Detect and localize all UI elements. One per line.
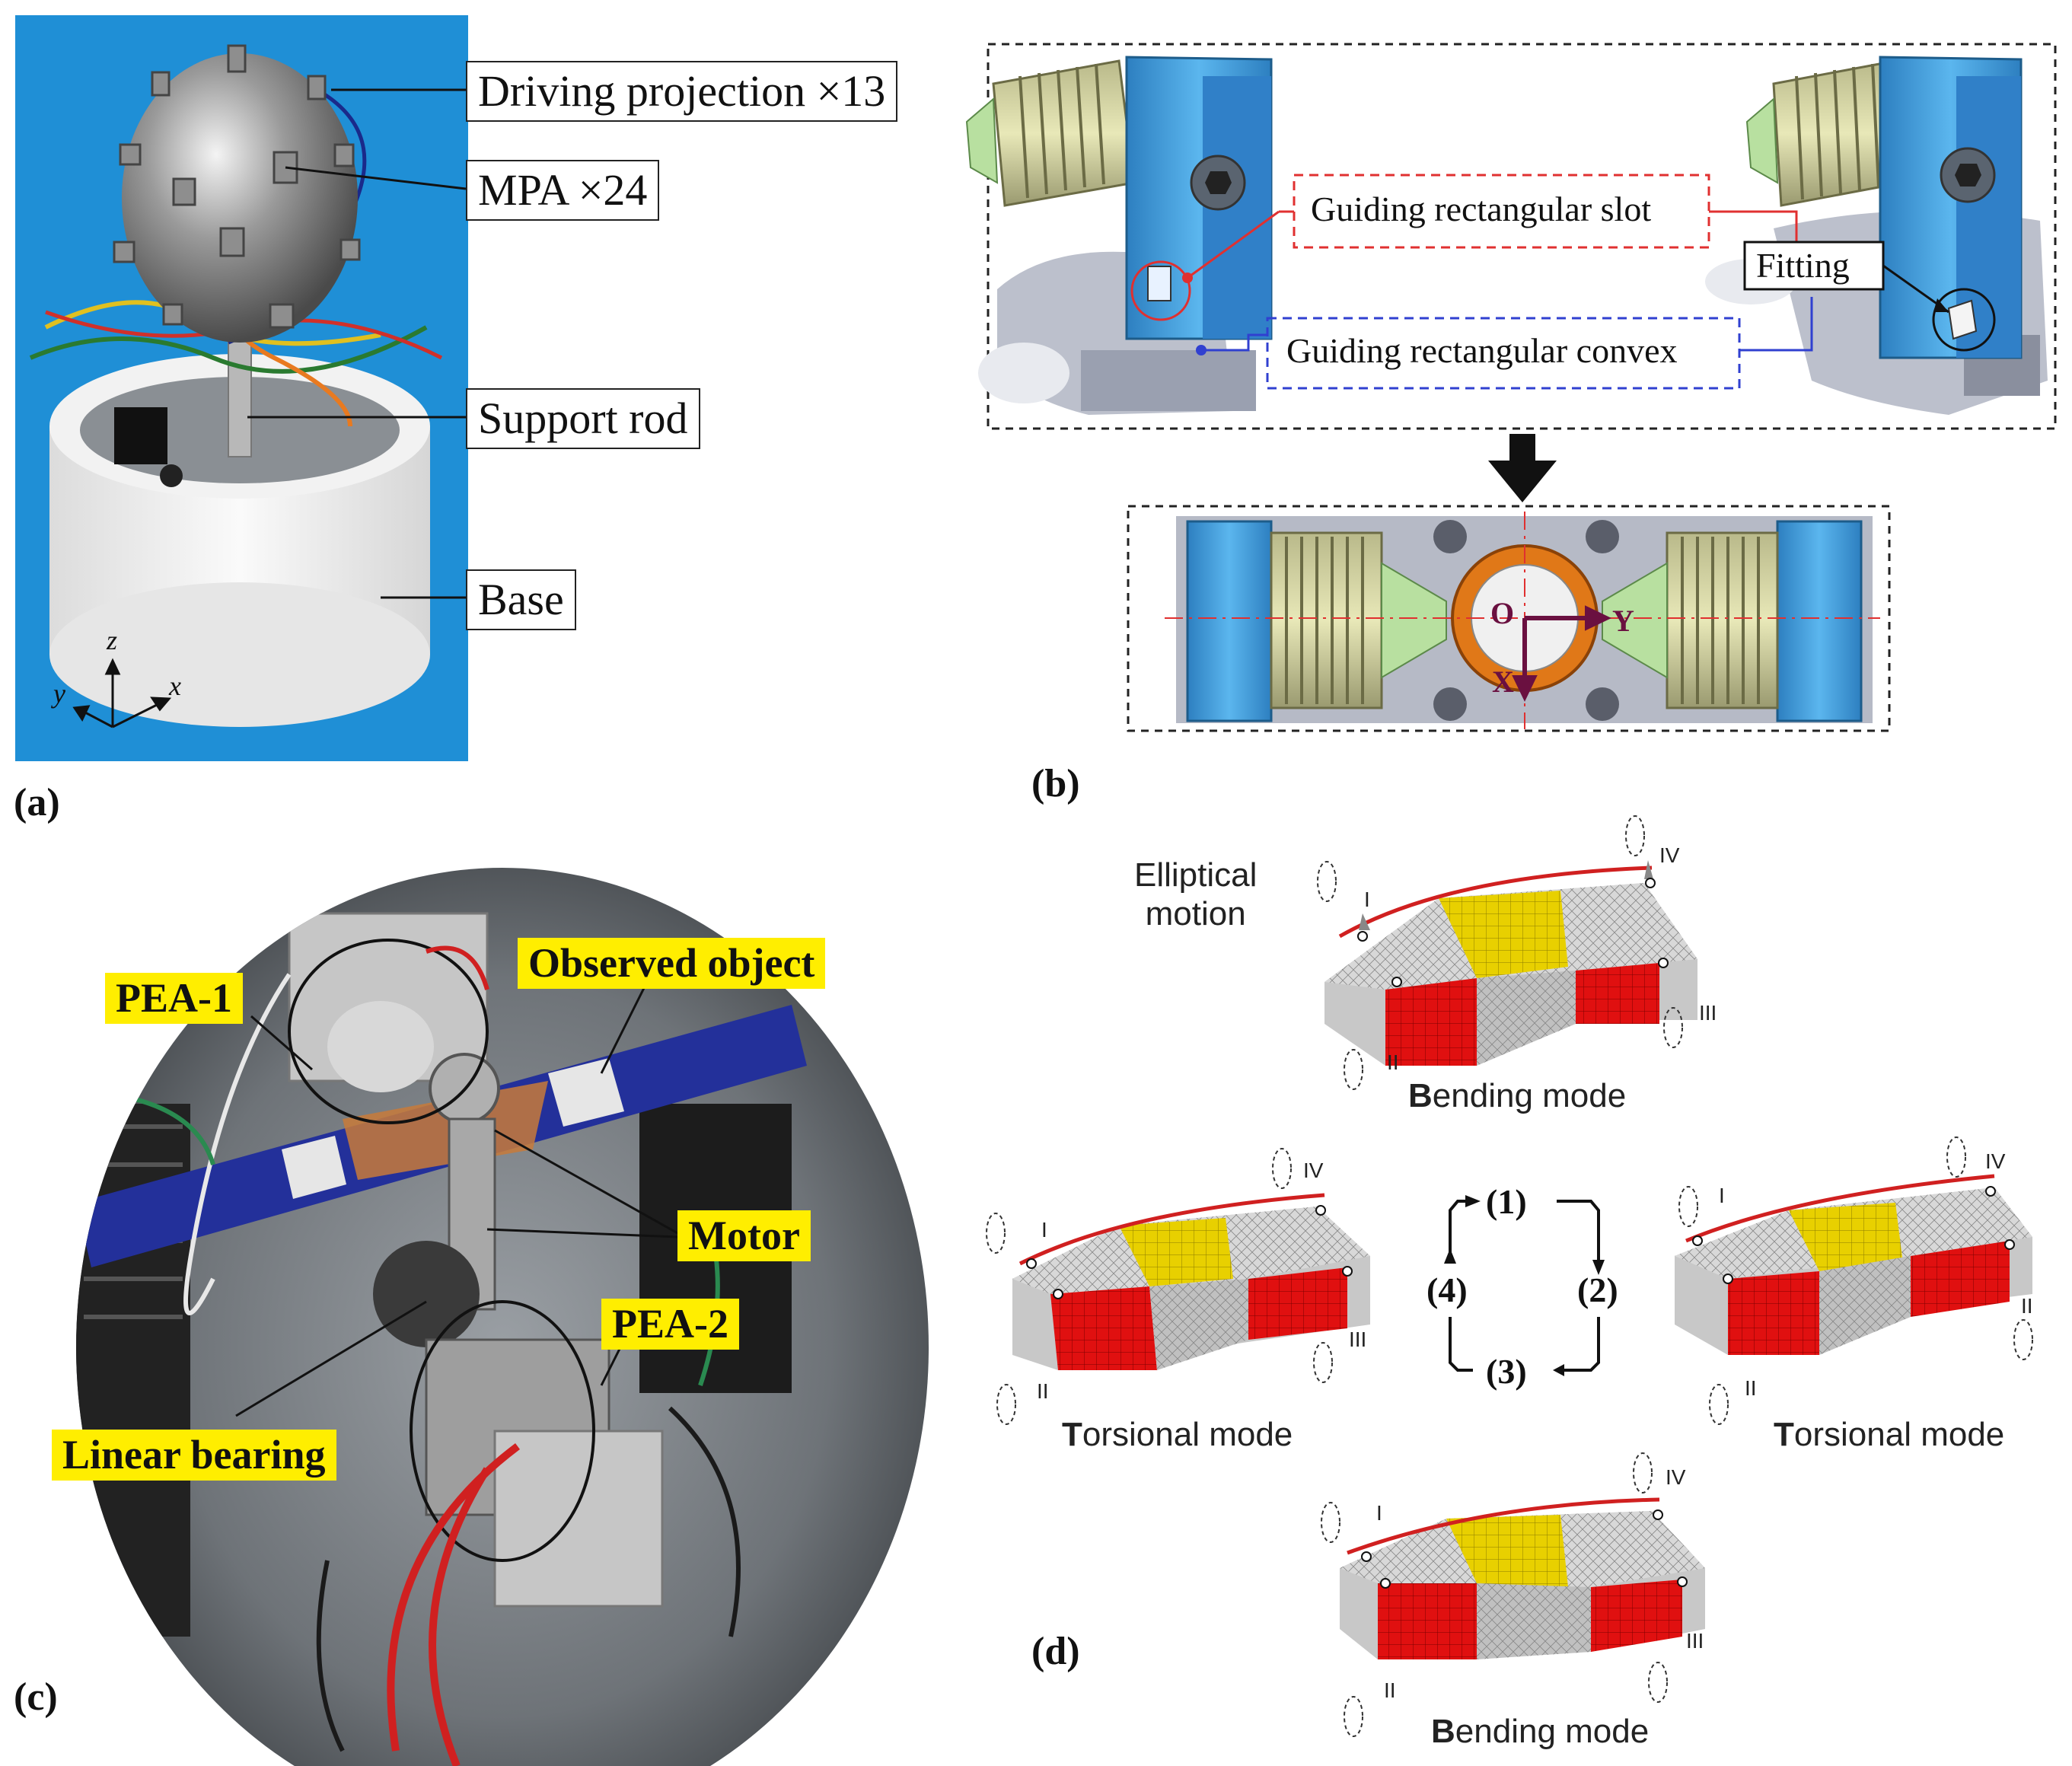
block-bending-top — [1324, 860, 1697, 1066]
cycle-step-1: (1) — [1486, 1182, 1527, 1221]
cycle-step-2: (2) — [1577, 1270, 1618, 1309]
label-linear-bearing: Linear bearing — [52, 1430, 336, 1481]
roman-II: II — [2021, 1294, 2033, 1318]
label-torsional-mode-left: Torsional mode — [1062, 1416, 1293, 1453]
label-pea1: PEA-1 — [105, 973, 243, 1025]
block-bending-bottom — [1340, 1497, 1705, 1659]
roman-I: I — [1364, 888, 1370, 911]
label-guiding-slot: Guiding rectangular slot — [1311, 190, 1652, 228]
label-elliptical-motion: Elliptical motion — [1134, 856, 1258, 932]
roman-III: III — [1349, 1328, 1367, 1351]
roman-I: I — [1041, 1218, 1047, 1242]
axis-o-label: O — [1490, 596, 1515, 630]
roman-II: II — [1384, 1678, 1396, 1702]
label-observed-object: Observed object — [518, 938, 826, 990]
axis-y-label: y — [53, 678, 65, 709]
label-fitting: Fitting — [1756, 246, 1850, 285]
block-torsional-left — [1012, 1193, 1370, 1370]
label-guiding-convex: Guiding rectangular convex — [1286, 331, 1678, 370]
cycle-step-3: (3) — [1486, 1352, 1527, 1391]
axis-z-label: z — [107, 625, 118, 655]
roman-IV: IV — [1985, 1149, 2006, 1173]
panel-b-letter: (b) — [1031, 762, 1080, 805]
roman-III: III — [1686, 1629, 1704, 1653]
roman-IV: IV — [1303, 1159, 1324, 1182]
roman-II: II — [1745, 1376, 1757, 1400]
panel-c-letter: (c) — [14, 1675, 58, 1719]
cycle-step-4: (4) — [1426, 1270, 1468, 1309]
panel-d-letter: (d) — [1031, 1630, 1080, 1673]
callout-mpa: MPA ×24 — [466, 160, 660, 221]
label-pea2: PEA-2 — [601, 1299, 739, 1350]
callout-base: Base — [466, 569, 576, 630]
roman-I: I — [1719, 1184, 1725, 1207]
callout-support-rod: Support rod — [466, 388, 700, 449]
panel-a-letter: (a) — [14, 781, 60, 824]
roman-II: II — [1037, 1379, 1049, 1403]
label-torsional-mode-right: Torsional mode — [1774, 1416, 2005, 1453]
roman-IV: IV — [1659, 843, 1680, 867]
label-bending-mode-bottom: Bending mode — [1431, 1713, 1650, 1750]
callout-driving-projection: Driving projection ×13 — [466, 61, 898, 122]
label-motor: Motor — [677, 1210, 811, 1262]
roman-III: III — [1699, 1001, 1717, 1025]
label-bending-mode-top: Bending mode — [1408, 1077, 1627, 1114]
axis-x-label: x — [169, 671, 181, 701]
block-torsional-right — [1675, 1174, 2032, 1355]
roman-II: II — [1387, 1050, 1399, 1074]
roman-IV: IV — [1666, 1465, 1686, 1489]
axis-x-label-b: X — [1492, 665, 1514, 699]
axis-y-label-b: Y — [1612, 604, 1634, 638]
roman-I: I — [1376, 1501, 1382, 1525]
